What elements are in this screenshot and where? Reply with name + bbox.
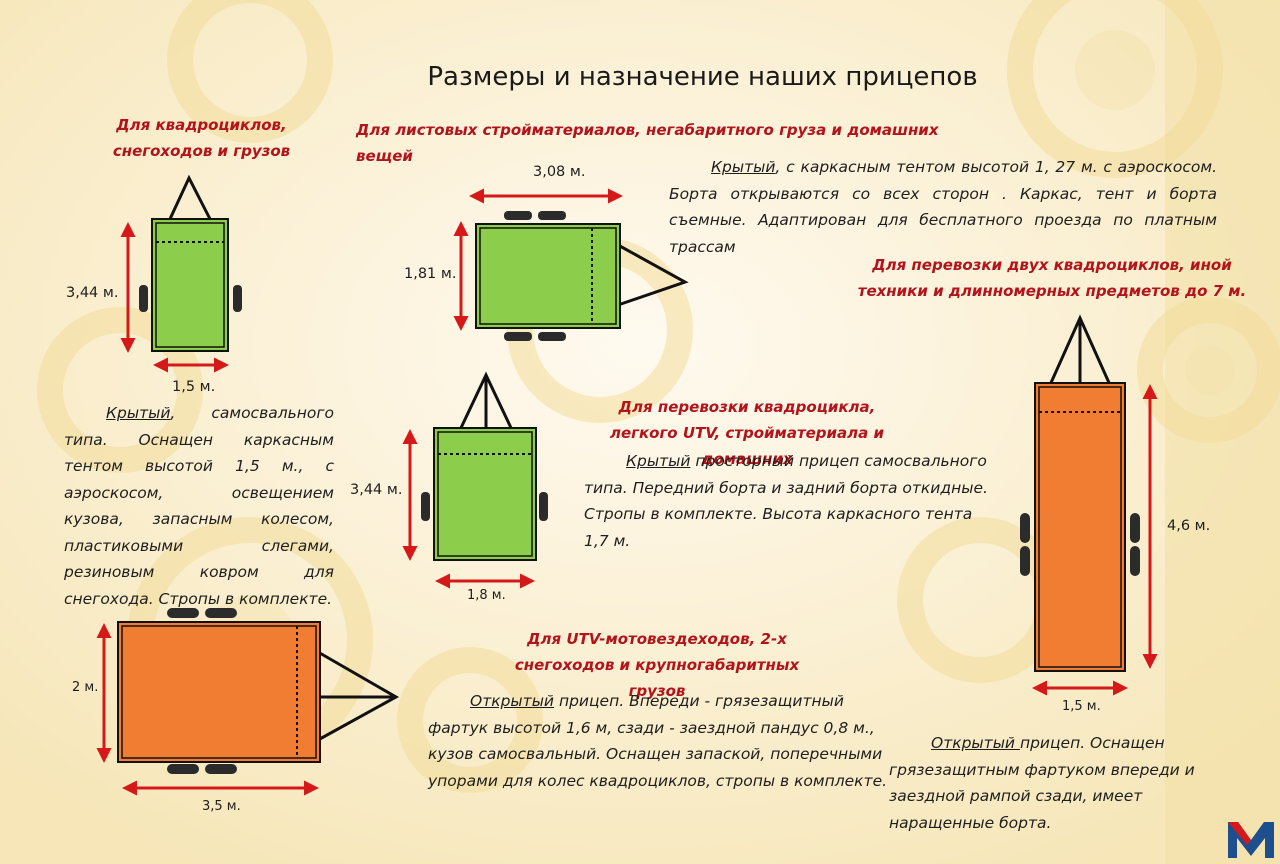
page-title: Размеры и назначение наших прицепов bbox=[427, 62, 978, 92]
trailer-4-width-label: 2 м. bbox=[72, 680, 99, 695]
trailer-3-heading: Для перевозки квадроцикла, легкого UTV, … bbox=[609, 398, 885, 468]
trailer-1-description: Крытый, самосвального типа. Оснащен карк… bbox=[64, 404, 334, 608]
trailer-2-drawing bbox=[453, 188, 689, 341]
trailer-3-description: Крытый просторный прицеп самосвального т… bbox=[584, 452, 988, 550]
trailer-1-type: Крытый bbox=[106, 404, 171, 422]
trailer-2-width-label: 1,81 м. bbox=[404, 266, 457, 282]
trailer-5-heading: Для перевозки двух квадроциклов, иной те… bbox=[857, 256, 1247, 300]
trailer-3-drawing bbox=[402, 371, 548, 589]
trailer-1-drawing bbox=[120, 174, 242, 373]
trailer-3-type: Крытый bbox=[626, 452, 691, 470]
trailer-3-length-label: 3,44 м. bbox=[350, 482, 403, 498]
trailer-2-heading: Для листовых стройматериалов, негабаритн… bbox=[356, 121, 939, 165]
trailer-1-length-label: 3,44 м. bbox=[66, 285, 119, 301]
trailer-2-description: Крытый, с каркасным тентом высотой 1, 27… bbox=[669, 158, 1217, 256]
trailer-5-type: Открытый bbox=[931, 734, 1020, 752]
trailer-2-length-label: 3,08 м. bbox=[533, 164, 586, 180]
trailer-5-description: Открытый прицеп. Оснащен грязезащитным ф… bbox=[889, 734, 1195, 832]
trailer-5-width-label: 1,5 м. bbox=[1062, 699, 1101, 714]
trailer-5-drawing bbox=[1020, 314, 1158, 696]
company-logo bbox=[1228, 822, 1274, 858]
trailer-4-drawing bbox=[96, 608, 400, 796]
trailer-4-length-label: 3,5 м. bbox=[202, 799, 241, 814]
trailer-5-length-label: 4,6 м. bbox=[1167, 518, 1211, 534]
trailer-4-heading: Для UTV-мотовездеходов, 2-х снегоходов и… bbox=[514, 630, 800, 700]
trailer-4-type: Открытый bbox=[470, 692, 555, 710]
trailer-1-width-label: 1,5 м. bbox=[172, 379, 216, 395]
trailer-1-heading: Для квадроциклов, снегоходов и грузов bbox=[112, 116, 291, 160]
trailer-2-type: Крытый bbox=[711, 158, 776, 176]
trailer-3-width-label: 1,8 м. bbox=[467, 588, 506, 603]
trailer-4-description: Открытый прицеп. Впереди - грязезащитный… bbox=[428, 692, 888, 790]
